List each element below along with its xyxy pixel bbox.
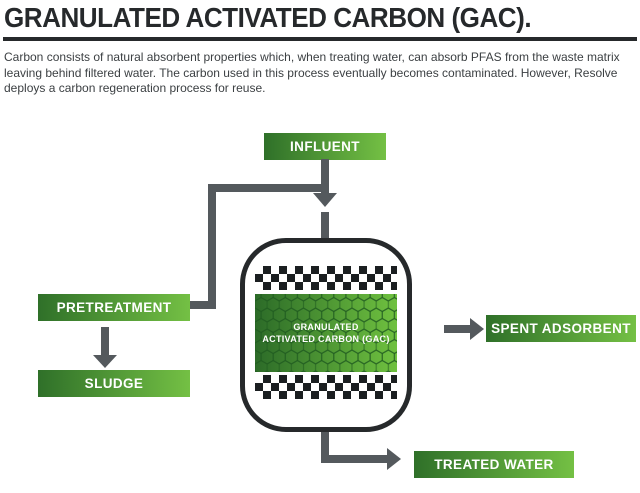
spent-adsorbent-arrow-stem [444,325,470,333]
influent-arrow-down-icon [313,193,337,207]
carbon-bed: GRANULATED ACTIVATED CARBON (GAC) [255,294,397,372]
tank-caption-line2: ACTIVATED CARBON (GAC) [262,334,390,344]
sludge-label: SLUDGE [38,370,190,397]
pretreatment-connector-horizontal [190,301,216,309]
description: Carbon consists of natural absorbent pro… [4,50,620,95]
pretreatment-label: PRETREATMENT [38,294,190,321]
gac-tank: GRANULATED ACTIVATED CARBON (GAC) [240,238,412,432]
tank-inlet-pipe [321,212,329,242]
adsorbent-checker-band-top [255,266,397,290]
title-underline [3,37,637,41]
tank-outlet-pipe [321,432,329,463]
pretreatment-connector-vertical [208,184,216,309]
tank-caption: GRANULATED ACTIVATED CARBON (GAC) [255,294,397,372]
sludge-arrow-stem [101,327,109,355]
spent-adsorbent-label: SPENT ADSORBENT [486,315,636,342]
spent-adsorbent-arrow-right-icon [470,318,484,340]
pretreatment-connector-top [208,184,325,192]
treated-water-arrow-right-icon [387,448,401,470]
influent-arrow-stem [321,159,329,193]
adsorbent-checker-band-bottom [255,375,397,399]
tank-caption-line1: GRANULATED [293,322,359,332]
page-title: GRANULATED ACTIVATED CARBON (GAC). [4,2,532,33]
influent-label: INFLUENT [264,133,386,160]
treated-water-label: TREATED WATER [414,451,574,478]
treated-water-arrow-stem [321,455,389,463]
sludge-arrow-down-icon [93,355,117,368]
honeycomb-pattern [255,294,397,372]
